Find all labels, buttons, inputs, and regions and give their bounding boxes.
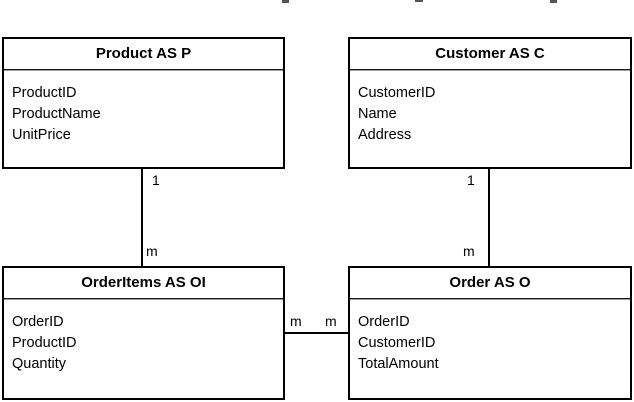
cardinality-order-many: m xyxy=(463,243,475,259)
field-orderid: OrderID xyxy=(12,314,64,330)
field-address: Address xyxy=(358,127,412,143)
entity-orderitems-fields: OrderID ProductID Quantity xyxy=(4,299,283,375)
cardinality-customer-one: 1 xyxy=(467,172,475,188)
cropped-glyph-fragment xyxy=(282,0,289,3)
cropped-glyph-fragment xyxy=(415,0,423,2)
field-unitprice: UnitPrice xyxy=(12,127,71,143)
field-customerid: CustomerID xyxy=(358,85,436,101)
entity-orderitems: OrderItems AS OI OrderID ProductID Quant… xyxy=(2,266,285,400)
connector-product-orderitems xyxy=(141,169,143,266)
field-productid: ProductID xyxy=(12,335,77,351)
entity-order-header: Order AS O xyxy=(350,268,630,299)
entity-product-title: Product AS P xyxy=(95,45,192,62)
field-quantity: Quantity xyxy=(12,356,66,372)
entity-customer-header: Customer AS C xyxy=(350,39,630,70)
entity-customer-fields: CustomerID Name Address xyxy=(350,70,630,146)
cropped-glyph-fragment xyxy=(550,0,557,3)
field-customerid: CustomerID xyxy=(358,335,436,351)
field-totalamount: TotalAmount xyxy=(358,356,439,372)
entity-order-fields: OrderID CustomerID TotalAmount xyxy=(350,299,630,375)
entity-order-title: Order AS O xyxy=(449,274,531,291)
entity-product: Product AS P ProductID ProductName UnitP… xyxy=(2,37,285,169)
entity-product-fields: ProductID ProductName UnitPrice xyxy=(4,70,283,146)
entity-order: Order AS O OrderID CustomerID TotalAmoun… xyxy=(348,266,632,400)
cardinality-product-one: 1 xyxy=(152,172,160,188)
entity-orderitems-title: OrderItems AS OI xyxy=(81,274,206,291)
entity-customer-title: Customer AS C xyxy=(435,45,545,62)
entity-orderitems-header: OrderItems AS OI xyxy=(4,268,283,299)
field-productid: ProductID xyxy=(12,85,77,101)
cardinality-orderitems-many: m xyxy=(146,243,158,259)
field-productname: ProductName xyxy=(12,106,101,122)
connector-orderitems-order xyxy=(285,332,348,334)
entity-customer: Customer AS C CustomerID Name Address xyxy=(348,37,632,169)
field-orderid: OrderID xyxy=(358,314,410,330)
cardinality-orderitems-side-many: m xyxy=(290,313,302,329)
cardinality-order-side-many: m xyxy=(325,313,337,329)
field-name: Name xyxy=(358,106,397,122)
entity-product-header: Product AS P xyxy=(4,39,283,70)
connector-customer-order xyxy=(488,169,490,266)
